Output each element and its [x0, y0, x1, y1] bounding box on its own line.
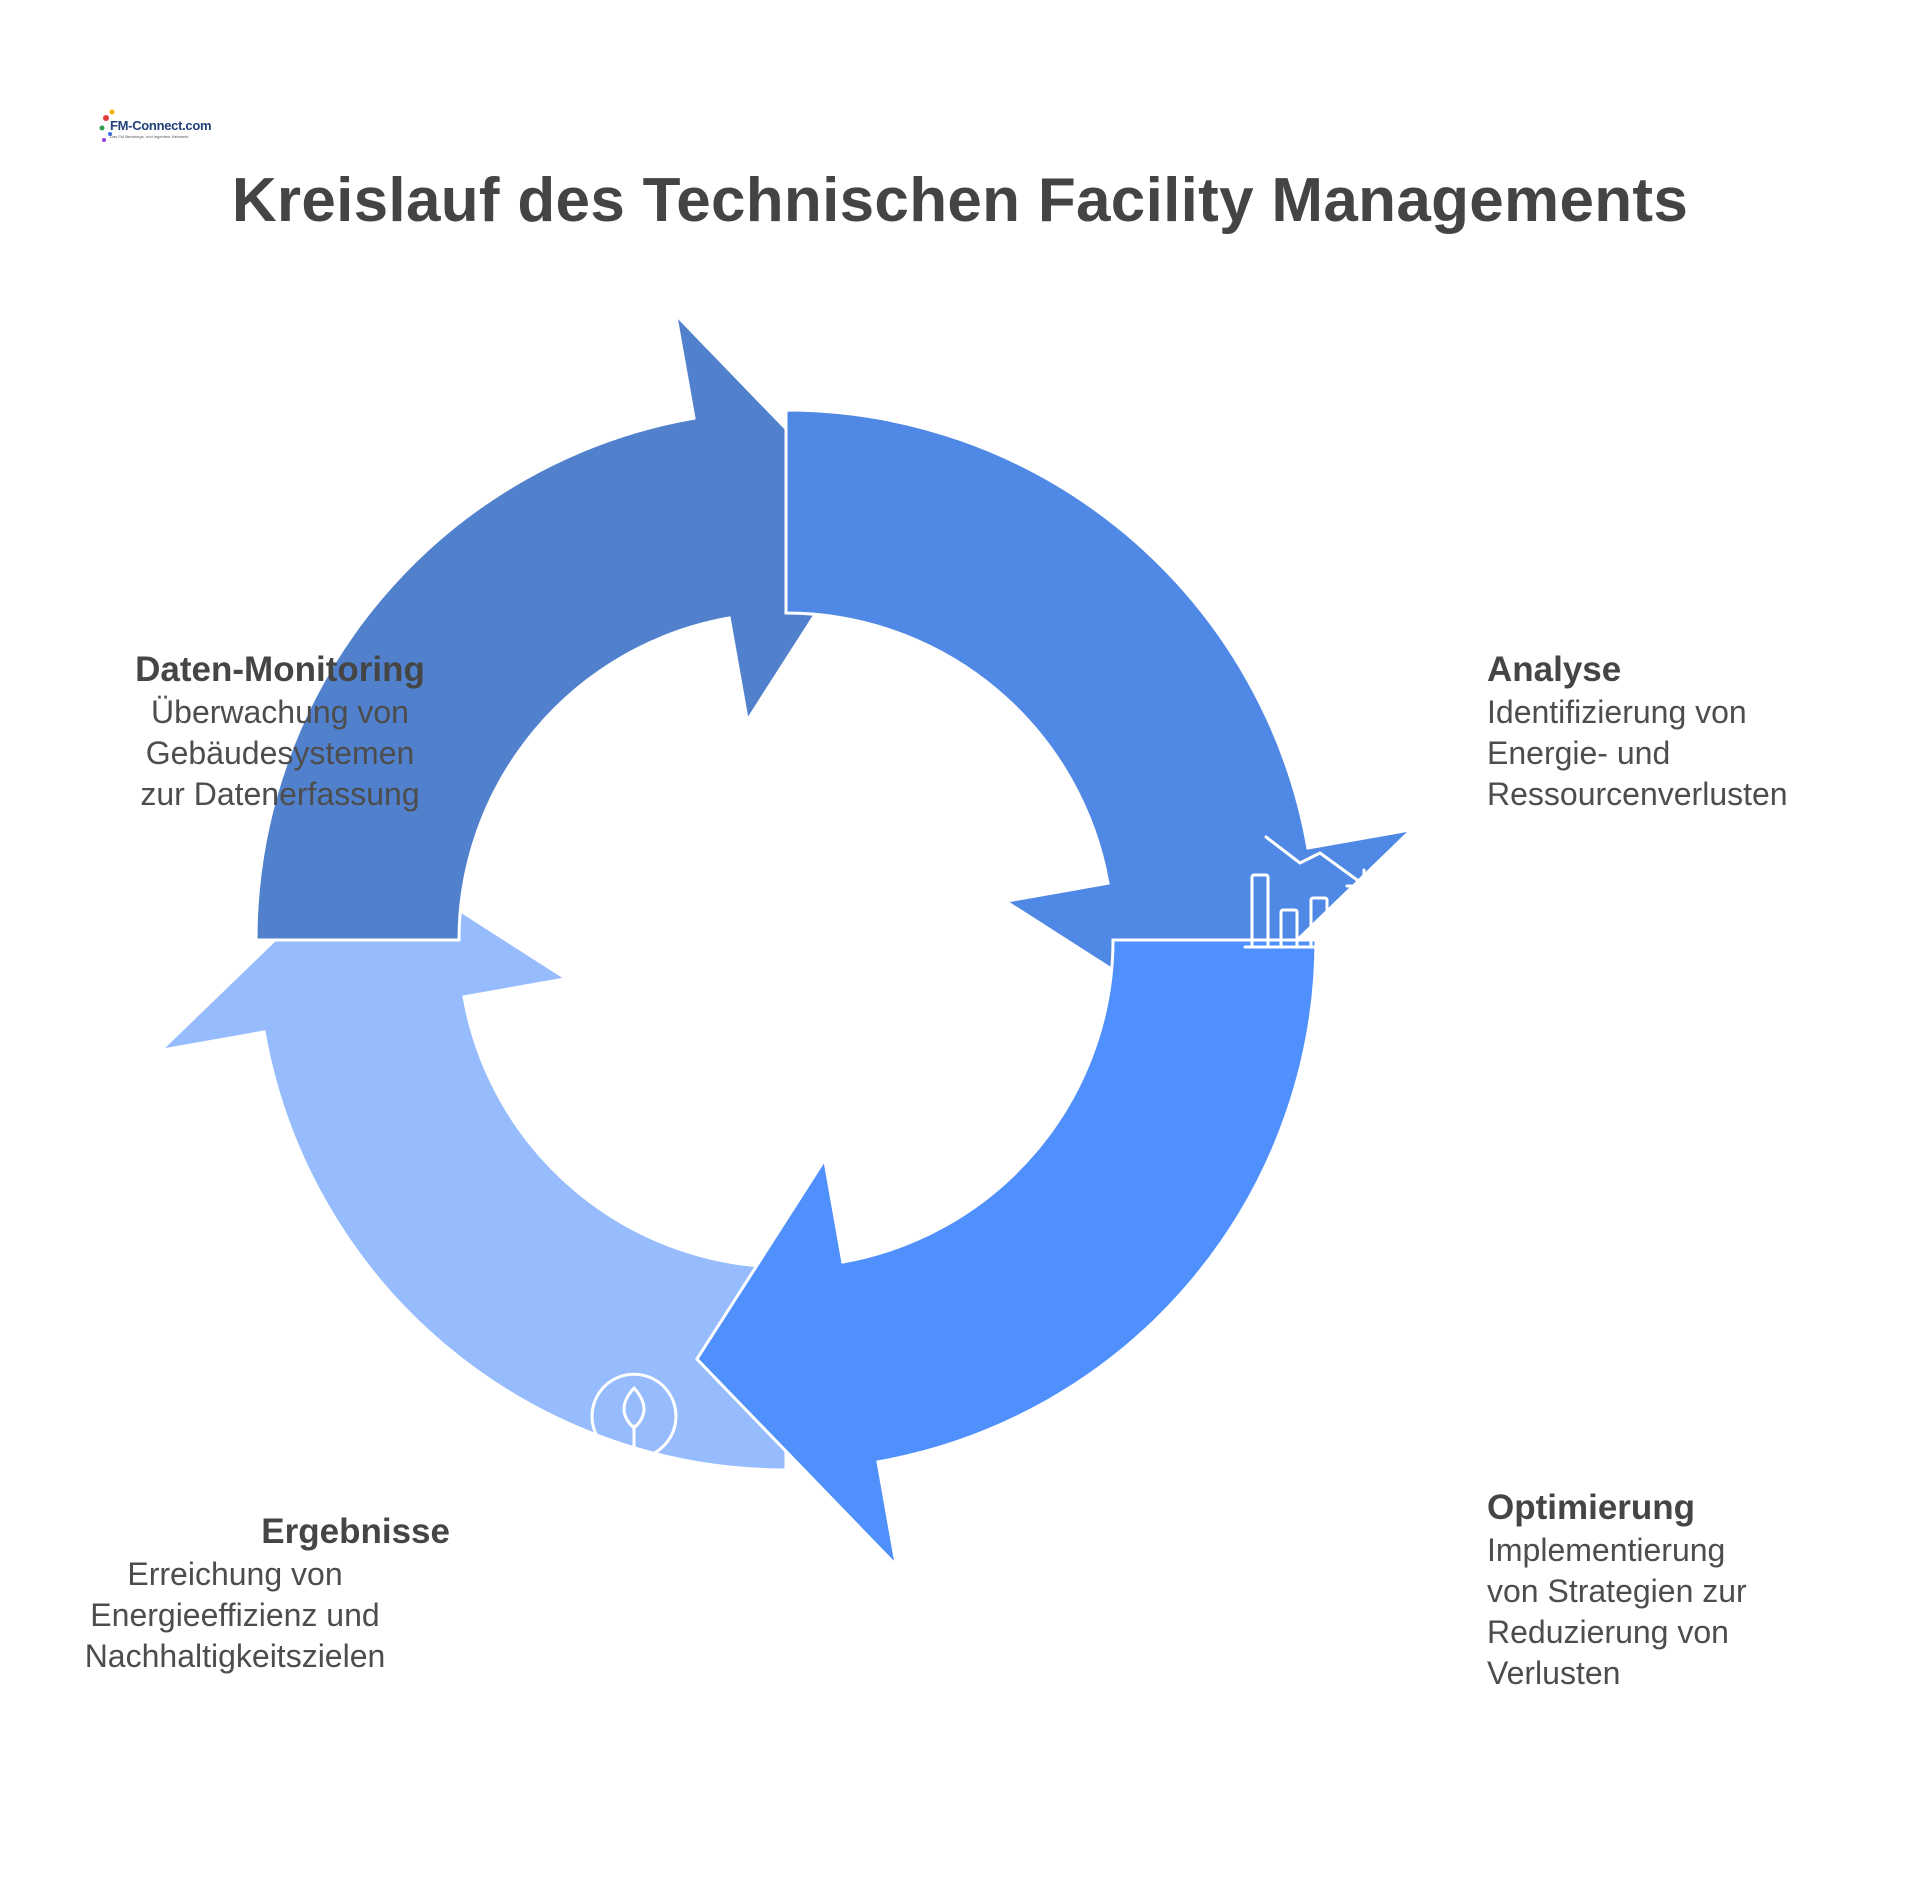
- gear-trend-icon: [1189, 1426, 1301, 1538]
- stage-description: Implementierung von Strategien zur Reduz…: [1487, 1532, 1747, 1691]
- stage-label-monitoring: Daten-Monitoring Überwachung von Gebäude…: [100, 648, 460, 815]
- stage-heading: Ergebnisse: [261, 1512, 450, 1551]
- leaf-bulb-icon: [590, 1372, 678, 1488]
- cycle-icons: [590, 773, 1367, 1538]
- stage-heading: Optimierung: [1487, 1488, 1696, 1527]
- stage-heading: Analyse: [1487, 650, 1622, 689]
- stage-description: Überwachung von Gebäudesystemen zur Date…: [140, 694, 420, 812]
- stage-label-ergebnisse: Ergebnisse Erreichung von Energieeffizie…: [40, 1510, 450, 1677]
- logo-tagline: Das FM-Beratungs- und Ingenieur-Netzwerk: [110, 134, 189, 139]
- logo-text: FM-Connect.com: [110, 118, 212, 133]
- stage-description: Identifizierung von Energie- und Ressour…: [1487, 694, 1788, 812]
- stage-label-optimierung: Optimierung Implementierung von Strategi…: [1487, 1486, 1847, 1694]
- fm-connect-logo: FM-Connect.com Das FM-Beratungs- und Ing…: [96, 104, 212, 150]
- cycle-arrow-ergebnisse: [156, 848, 788, 1472]
- cycle-arrow-optimierung: [694, 938, 1318, 1570]
- cycle-arrow-analyse: [784, 408, 1416, 1032]
- stage-heading: Daten-Monitoring: [135, 650, 425, 689]
- cycle-arrows: [156, 310, 1416, 1570]
- stage-label-analyse: Analyse Identifizierung von Energie- und…: [1487, 648, 1847, 815]
- declining-bar-chart-icon: [1243, 835, 1367, 949]
- cycle-arrow-monitoring: [254, 310, 878, 942]
- stage-description: Erreichung von Energieeffizienz und Nach…: [84, 1556, 386, 1674]
- data-search-icon: [621, 773, 736, 890]
- page-title: Kreislauf des Technischen Facility Manag…: [231, 166, 1689, 235]
- logo-graphic: [99, 109, 115, 142]
